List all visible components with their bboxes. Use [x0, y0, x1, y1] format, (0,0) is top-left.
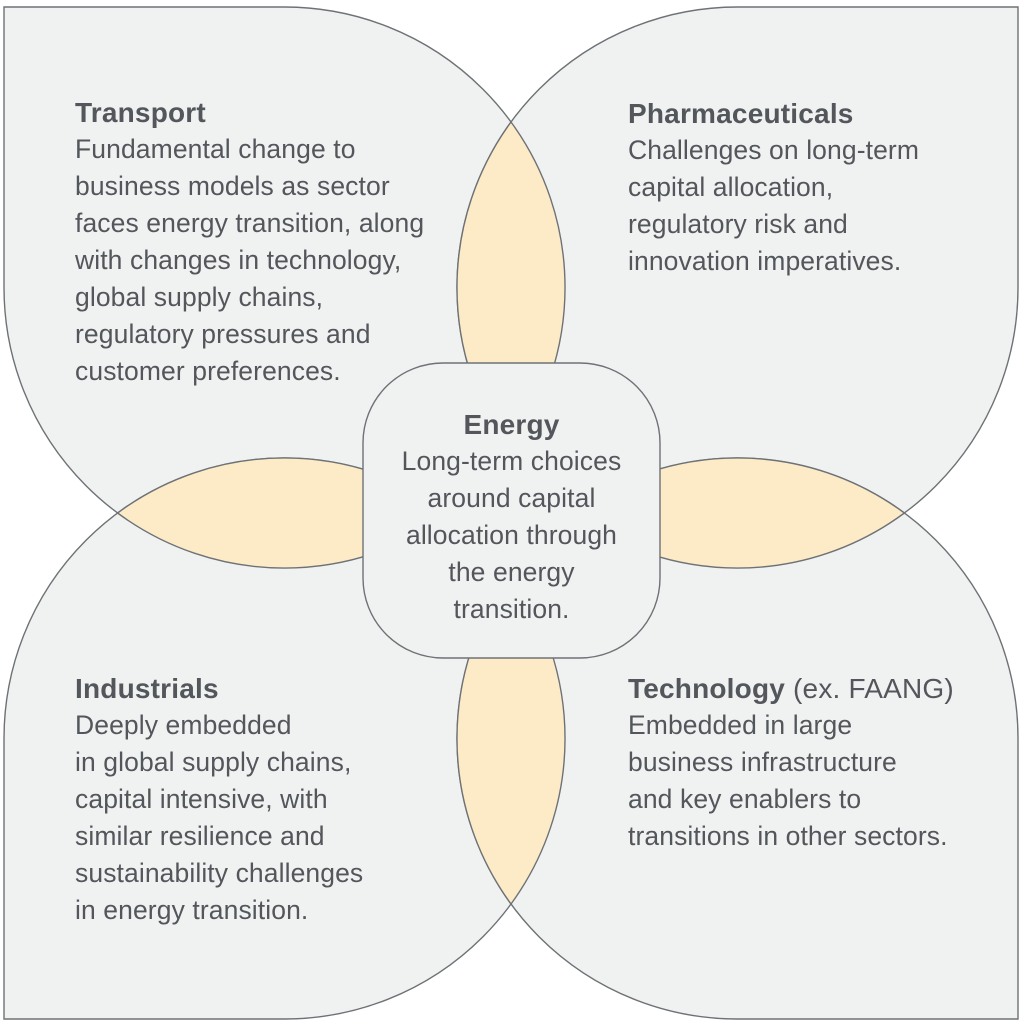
energy-core: [362, 362, 661, 659]
energy-title: Energy: [463, 409, 560, 440]
transport-title: Transport: [75, 97, 206, 128]
sector-industrials: Industrials Deeply embedded in global su…: [75, 670, 505, 929]
sector-pharmaceuticals: Pharmaceuticals Challenges on long-term …: [628, 95, 993, 280]
sector-transport: Transport Fundamental change to business…: [75, 94, 505, 390]
industrials-description: Deeply embedded in global supply chains,…: [75, 710, 364, 925]
industrials-title: Industrials: [75, 673, 219, 704]
technology-description: Embedded in large business infrastructur…: [628, 710, 948, 851]
pharmaceuticals-description: Challenges on long-term capital allocati…: [628, 135, 920, 276]
sector-energy: Energy Long-term choices around capital …: [364, 406, 659, 628]
transport-description: Fundamental change to business models as…: [75, 134, 425, 386]
pharmaceuticals-title: Pharmaceuticals: [628, 98, 854, 129]
technology-title: Technology (ex. FAANG): [628, 673, 954, 704]
technology-title-suffix: (ex. FAANG): [785, 673, 954, 704]
sector-technology: Technology (ex. FAANG) Embedded in large…: [628, 670, 1013, 855]
energy-description: Long-term choices around capital allocat…: [401, 446, 622, 624]
